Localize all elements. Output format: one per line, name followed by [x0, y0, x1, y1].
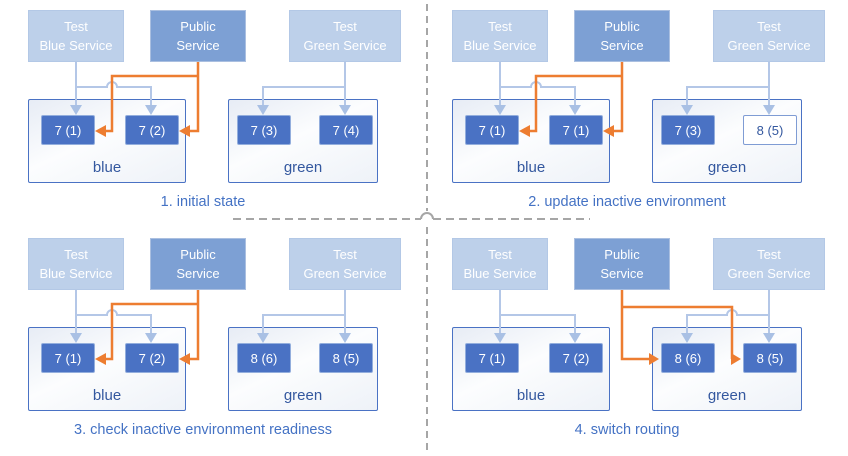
- green-environment-box: 7 (3) 7 (4) green: [228, 99, 378, 183]
- panel-update-inactive-environment: Test Blue Service Public Service Test Gr…: [424, 0, 848, 228]
- environment-label: green: [707, 387, 747, 404]
- pod-box: 8 (5): [743, 343, 797, 373]
- pod-box: 7 (1): [41, 115, 95, 145]
- pod-box: 7 (2): [125, 343, 179, 373]
- green-environment-box: 8 (6) 8 (5) green: [228, 327, 378, 411]
- green-environment-box: 7 (3) 8 (5) green: [652, 99, 802, 183]
- panel-caption: 4. switch routing: [574, 422, 680, 438]
- test-green-service-box: Test Green Service: [289, 10, 401, 62]
- public-service-box: Public Service: [574, 10, 670, 62]
- pod-box: 7 (2): [549, 343, 603, 373]
- environment-label: green: [283, 159, 323, 176]
- pod-box: 8 (6): [661, 343, 715, 373]
- panel-caption: 2. update inactive environment: [528, 194, 726, 210]
- pod-box: 7 (1): [41, 343, 95, 373]
- public-service-box: Public Service: [574, 238, 670, 290]
- test-blue-service-box: Test Blue Service: [452, 10, 548, 62]
- environment-label: blue: [516, 159, 546, 176]
- test-green-service-box: Test Green Service: [289, 238, 401, 290]
- pod-box: 7 (1): [465, 115, 519, 145]
- test-blue-service-box: Test Blue Service: [28, 10, 124, 62]
- test-blue-service-box: Test Blue Service: [28, 238, 124, 290]
- environment-label: blue: [92, 159, 122, 176]
- pod-box: 7 (1): [549, 115, 603, 145]
- pod-box: 7 (4): [319, 115, 373, 145]
- public-service-box: Public Service: [150, 10, 246, 62]
- panel-caption: 1. initial state: [160, 194, 246, 210]
- test-blue-service-box: Test Blue Service: [452, 238, 548, 290]
- blue-environment-box: 7 (1) 7 (1) blue: [452, 99, 610, 183]
- environment-label: green: [707, 159, 747, 176]
- green-environment-box: 8 (6) 8 (5) green: [652, 327, 802, 411]
- pod-box: 7 (1): [465, 343, 519, 373]
- test-green-service-box: Test Green Service: [713, 10, 825, 62]
- panel-switch-routing: Test Blue Service Public Service Test Gr…: [424, 228, 848, 456]
- panel-caption: 3. check inactive environment readiness: [74, 422, 332, 438]
- pod-box: 7 (3): [661, 115, 715, 145]
- environment-label: blue: [92, 387, 122, 404]
- pod-box: 8 (6): [237, 343, 291, 373]
- panel-initial-state: Test Blue Service Public Service Test Gr…: [0, 0, 424, 228]
- pod-box: 7 (2): [125, 115, 179, 145]
- blue-environment-box: 7 (1) 7 (2) blue: [28, 327, 186, 411]
- pod-box: 8 (5): [319, 343, 373, 373]
- environment-label: blue: [516, 387, 546, 404]
- panel-check-inactive-environment-readiness: Test Blue Service Public Service Test Gr…: [0, 228, 424, 456]
- pod-box-new-version: 8 (5): [743, 115, 797, 145]
- blue-environment-box: 7 (1) 7 (2) blue: [28, 99, 186, 183]
- test-green-service-box: Test Green Service: [713, 238, 825, 290]
- public-service-box: Public Service: [150, 238, 246, 290]
- blue-environment-box: 7 (1) 7 (2) blue: [452, 327, 610, 411]
- pod-box: 7 (3): [237, 115, 291, 145]
- environment-label: green: [283, 387, 323, 404]
